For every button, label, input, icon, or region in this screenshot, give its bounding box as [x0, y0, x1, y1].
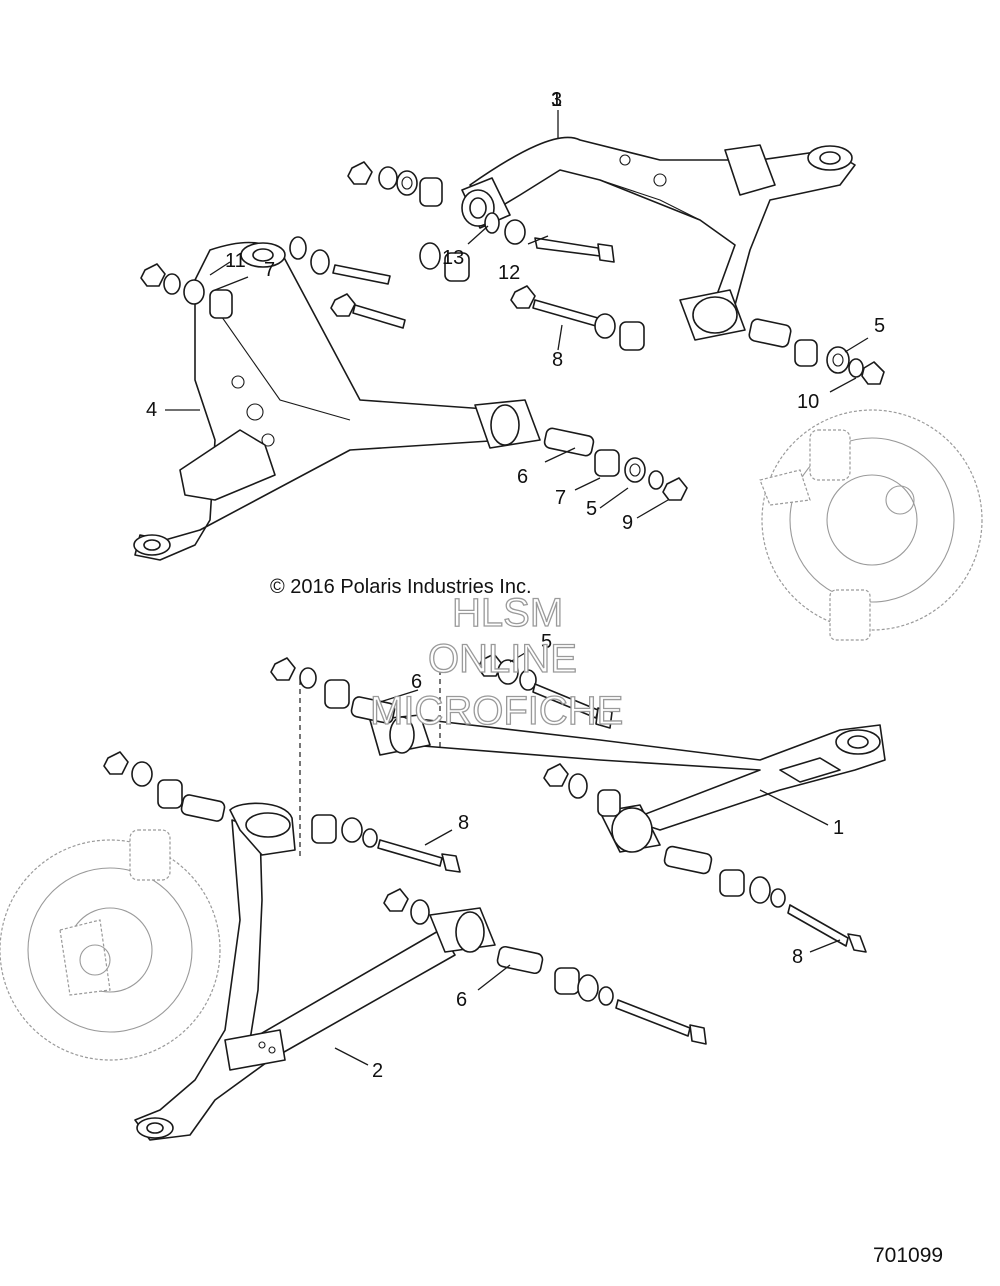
arm-2-hardware: [103, 751, 707, 1045]
watermark-line-3: MICROFICHE: [370, 689, 623, 733]
callout-5-lower: 5: [541, 631, 552, 653]
upper-arm-3: [461, 136, 856, 341]
lower-arm-1: [369, 714, 886, 853]
callout-10: 10: [797, 391, 819, 413]
callout-12: 12: [498, 262, 520, 284]
hub-disc-left-ghost: [0, 829, 221, 1061]
copyright-notice: © 2016 Polaris Industries Inc.: [270, 576, 532, 598]
lower-arm-2: [134, 802, 496, 1141]
arm-1-hardware: [270, 653, 867, 953]
watermark-line-1: HLSM: [452, 591, 563, 635]
callouts: 1: [551, 89, 562, 111]
callout-3: 1: [551, 89, 562, 111]
watermark-line-2: ONLINE: [428, 637, 577, 681]
callout-6-upper: 6: [517, 466, 528, 488]
callout-5-upper-rear: 5: [874, 315, 885, 337]
leader-lines: [165, 110, 869, 1066]
arm-4-hardware: [140, 236, 688, 501]
callout-6-lower-front: 6: [456, 989, 467, 1011]
callout-8-lower-front: 8: [458, 812, 469, 834]
callout-5-upper-front: 5: [586, 498, 597, 520]
hub-disc-right-ghost: [759, 409, 983, 641]
callout-8-lower-rear: 8: [792, 946, 803, 968]
callout-4: 4: [146, 399, 157, 421]
callout-3: 3: [551, 89, 562, 111]
callout-9: 9: [622, 512, 633, 534]
callout-6-lower-rear: 6: [411, 671, 422, 693]
callout-1: 1: [833, 817, 844, 839]
upper-arm-4: [133, 241, 541, 561]
arm-3-hardware: [347, 161, 885, 385]
callout-13: 13: [442, 247, 464, 269]
callout-8-upper: 8: [552, 349, 563, 371]
callout-2: 2: [372, 1060, 383, 1082]
callout-7-top: 7: [264, 259, 275, 281]
watermark: HLSM ONLINE MICROFICHE: [369, 590, 624, 733]
callout-11: 11: [225, 250, 246, 272]
figure-number: 701099: [873, 1244, 943, 1267]
callout-7-mid: 7: [555, 487, 566, 509]
